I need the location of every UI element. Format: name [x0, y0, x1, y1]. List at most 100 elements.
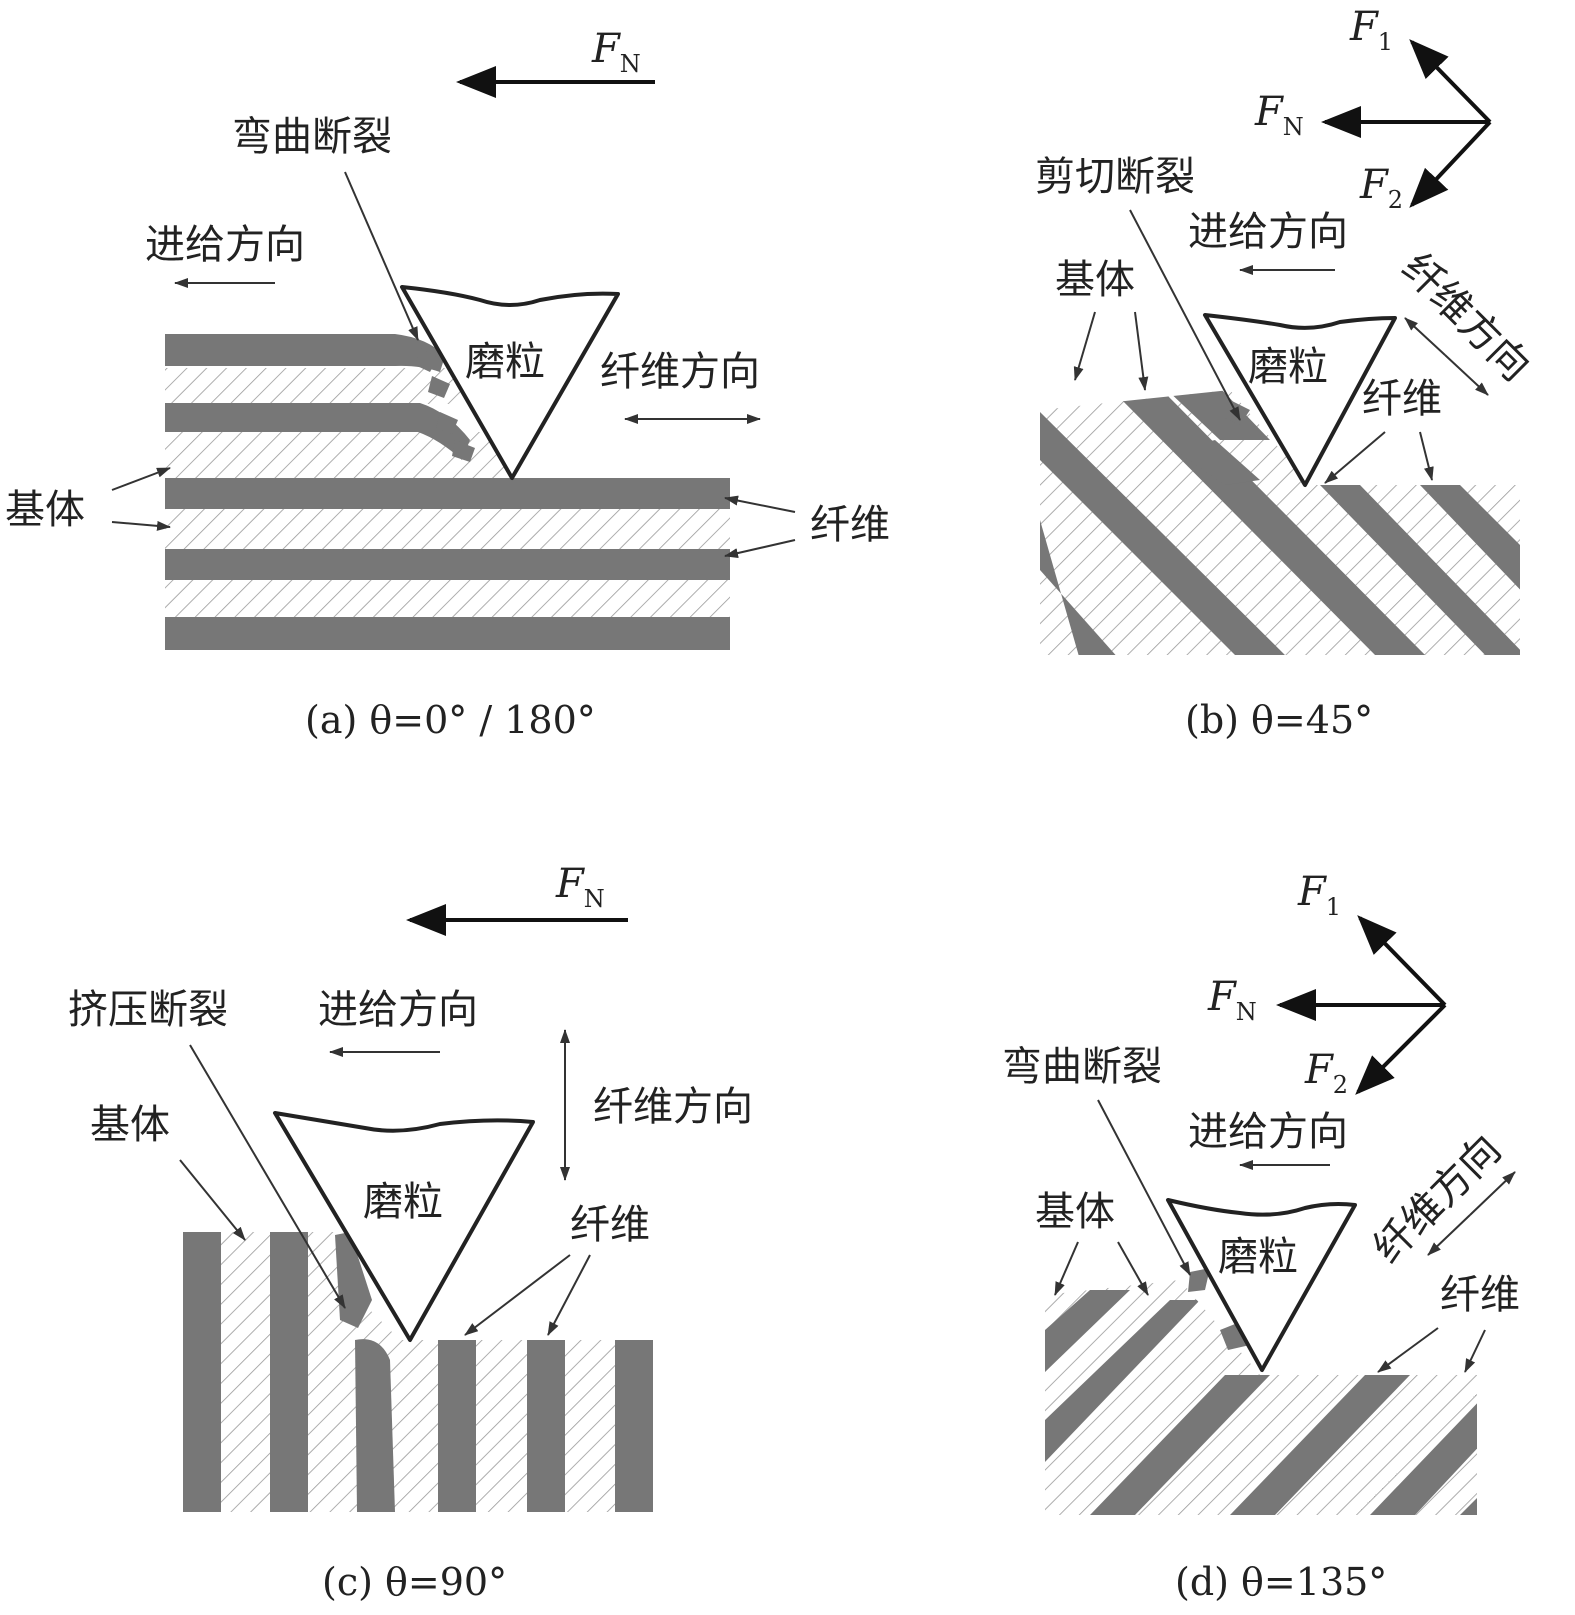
panel-a: 磨粒 FN 弯曲断裂 进给方向 纤维方向 基体 纤维 (a) θ=0° / 18…	[5, 26, 890, 742]
fiber	[1090, 1375, 1270, 1515]
force-fn-label: FN	[555, 861, 605, 913]
fiber	[1165, 390, 1270, 440]
caption: (c) θ=90°	[322, 1560, 507, 1604]
fracture-pointer	[1129, 209, 1241, 421]
fiber-direction-label: 纤维方向	[1393, 245, 1539, 391]
matrix-label: 基体	[90, 1102, 170, 1148]
abrasive-grain	[400, 285, 620, 480]
caption: (a) θ=0° / 180°	[305, 698, 596, 742]
feed-direction-label: 进给方向	[1188, 1109, 1348, 1155]
fiber-label: 纤维	[570, 1202, 650, 1248]
feed-direction-label: 进给方向	[318, 987, 478, 1033]
fiber	[1045, 1290, 1130, 1372]
panel-c: 磨粒 FN 挤压断裂 进给方向 纤维方向 基体 纤维 (c) θ=90°	[68, 861, 753, 1604]
fiber	[1320, 485, 1520, 655]
fiber	[1040, 412, 1290, 655]
fracture-label: 弯曲断裂	[1002, 1044, 1162, 1090]
fracture-debris	[436, 412, 458, 434]
caption: (d) θ=135°	[1175, 1560, 1387, 1604]
matrix-pointer	[111, 520, 171, 531]
matrix-pointer	[179, 1159, 246, 1241]
fiber-pointer	[1324, 431, 1386, 484]
matrix-layer	[165, 580, 730, 618]
fiber	[1460, 1490, 1477, 1515]
fiber-pointer	[1419, 431, 1434, 481]
fracture-debris	[428, 376, 450, 398]
fracture-label: 弯曲断裂	[232, 114, 392, 160]
fracture-label: 挤压断裂	[68, 987, 228, 1033]
matrix-label: 基体	[1035, 1189, 1115, 1235]
fiber	[1045, 1300, 1200, 1462]
fiber-label: 纤维	[1440, 1272, 1520, 1318]
abrasive-grain	[273, 1111, 535, 1342]
fiber	[270, 1232, 308, 1512]
panel-d: 磨粒 F1 FN F2 弯曲断裂 进给方向 基体 纤维方向 纤维 (d) θ=1…	[1002, 869, 1520, 1604]
fiber-fractured	[355, 1339, 395, 1512]
grain-label: 磨粒	[465, 339, 545, 385]
fracture-pointer	[1097, 1099, 1191, 1276]
matrix-pointer	[1134, 311, 1149, 391]
force-f1-label: F1	[1297, 869, 1341, 921]
matrix-pointer	[1117, 1241, 1149, 1296]
fiber-direction-label: 纤维方向	[593, 1084, 753, 1130]
fracture-debris	[1188, 1268, 1210, 1292]
abrasive-grain	[1203, 313, 1397, 487]
fiber	[1230, 1375, 1410, 1515]
fracture-pointer	[189, 1044, 346, 1309]
fiber-pointer	[1464, 1329, 1486, 1373]
fiber-direction-arrow-down	[1444, 354, 1489, 396]
fiber-direction-arrow-up	[1404, 317, 1446, 356]
fiber	[165, 549, 730, 580]
fiber	[615, 1340, 653, 1512]
force-f2-arrow	[1355, 1003, 1447, 1095]
fiber	[527, 1340, 565, 1512]
fracture-pointer	[344, 171, 419, 341]
matrix-pointer	[1054, 1241, 1079, 1296]
fiber	[1040, 520, 1120, 655]
force-fn-label: FN	[1207, 974, 1257, 1026]
fiber	[183, 1232, 221, 1512]
fracture-debris	[415, 348, 438, 372]
fracture-label: 剪切断裂	[1035, 154, 1195, 200]
grain-label: 磨粒	[1248, 344, 1328, 390]
fiber-pointer	[724, 539, 796, 558]
fiber	[165, 617, 730, 650]
matrix-label: 基体	[1055, 257, 1135, 303]
feed-direction-label: 进给方向	[145, 222, 305, 268]
matrix-layer	[165, 509, 730, 551]
fiber-direction-arrow-up	[1469, 1171, 1516, 1216]
force-f2-label: F2	[1304, 1047, 1348, 1099]
fiber	[1420, 485, 1520, 600]
fracture-debris	[1175, 440, 1260, 485]
grain-label: 磨粒	[363, 1179, 443, 1225]
force-f2-arrow	[1409, 120, 1492, 208]
fiber-label: 纤维	[810, 502, 890, 548]
caption: (b) θ=45°	[1185, 698, 1373, 742]
fracture-debris	[452, 440, 475, 462]
fiber-pointer	[464, 1254, 571, 1336]
fiber-direction-label: 纤维方向	[600, 349, 760, 395]
fiber-direction-arrow-down	[1427, 1214, 1471, 1256]
fiber-pointer	[1377, 1327, 1439, 1373]
fiber-pointer	[547, 1254, 591, 1336]
fiber	[1370, 1395, 1477, 1515]
force-fn-label: FN	[1254, 89, 1304, 141]
fiber-pointer	[724, 495, 796, 513]
force-fn-label: FN	[591, 26, 641, 78]
matrix-pointer	[1073, 311, 1096, 381]
fiber-bent	[165, 403, 470, 460]
force-f2-label: F2	[1359, 162, 1403, 214]
fiber-bent	[165, 334, 445, 372]
force-f1-label: F1	[1349, 4, 1393, 56]
fiber	[438, 1340, 476, 1512]
fiber	[165, 478, 730, 509]
abrasive-grain	[1166, 1198, 1357, 1372]
fiber-label: 纤维	[1362, 376, 1442, 422]
panel-b: 磨粒 F1 FN F2 剪切断裂 进给方向 基体 纤维方向 纤维 (b) θ=4…	[1035, 4, 1539, 742]
feed-direction-label: 进给方向	[1188, 209, 1348, 255]
fiber-direction-label: 纤维方向	[1365, 1126, 1511, 1272]
grain-label: 磨粒	[1218, 1234, 1298, 1280]
matrix-label: 基体	[5, 487, 85, 533]
matrix-pointer	[111, 467, 171, 491]
